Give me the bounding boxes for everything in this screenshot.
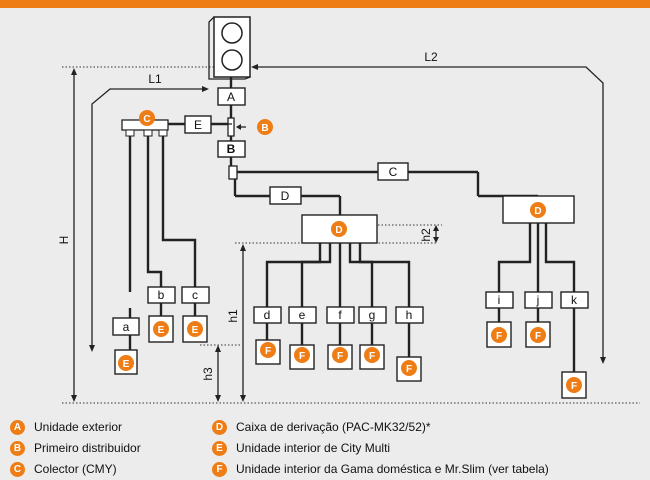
segment-box-A: A — [217, 87, 246, 106]
segment-box-i: i — [485, 291, 514, 309]
svg-text:A: A — [227, 90, 235, 104]
svg-text:F: F — [496, 331, 502, 342]
svg-text:e: e — [299, 308, 306, 322]
indoor-unit-f-j: F — [525, 321, 551, 348]
dimension-h2: h2 — [419, 225, 439, 243]
legend: A Unidade exterior B Primeiro distribuid… — [0, 414, 650, 480]
svg-text:k: k — [571, 293, 578, 307]
svg-text:i: i — [498, 293, 501, 307]
dimension-h3: h3 — [201, 345, 221, 402]
svg-text:E: E — [192, 325, 199, 336]
legend-badge-E: E — [212, 440, 227, 456]
svg-text:E: E — [194, 118, 202, 132]
svg-text:C: C — [389, 165, 398, 179]
indoor-unit-f-e: F — [289, 344, 315, 370]
segment-box-C: C — [377, 162, 409, 181]
segment-box-B: B — [217, 140, 246, 158]
legend-text-D: Caixa de derivação (PAC-MK32/52)* — [236, 420, 431, 434]
outdoor-unit — [208, 16, 251, 80]
label-l2: L2 — [424, 50, 438, 64]
legend-text-B: Primeiro distribuidor — [34, 441, 141, 455]
segment-box-g: g — [358, 306, 387, 324]
label-h: H — [57, 236, 71, 245]
label-h2: h2 — [419, 228, 433, 242]
svg-text:D: D — [534, 206, 541, 217]
legend-badge-A: A — [10, 419, 25, 435]
piping-diagram: L1 L2 H h1 h2 — [57, 16, 640, 404]
svg-text:d: d — [264, 308, 271, 322]
dimension-l1: L1 — [89, 72, 209, 352]
legend-item-A: A Unidade exterior — [10, 418, 122, 436]
label-h1: h1 — [226, 309, 240, 323]
first-distributor — [225, 117, 235, 137]
svg-text:D: D — [335, 225, 342, 236]
legend-item-C: C Colector (CMY) — [10, 460, 117, 478]
svg-text:b: b — [158, 288, 165, 302]
second-joint — [228, 165, 238, 180]
legend-text-E: Unidade interior de City Multi — [236, 441, 391, 455]
svg-text:g: g — [369, 308, 376, 322]
segment-box-f: f — [326, 306, 355, 324]
indoor-unit-e-b: E — [148, 315, 174, 343]
indoor-unit-f-g: F — [359, 344, 385, 370]
legend-badge-F: F — [212, 461, 227, 477]
indoor-unit-f-f: F — [327, 344, 353, 370]
svg-text:j: j — [536, 293, 540, 307]
legend-badge-D: D — [212, 419, 227, 435]
svg-text:f: f — [338, 308, 342, 322]
segment-box-h: h — [395, 306, 424, 324]
legend-item-B: B Primeiro distribuidor — [10, 439, 141, 457]
svg-text:D: D — [281, 189, 290, 203]
indoor-unit-f-k: F — [561, 371, 587, 399]
branch-box-right: D — [502, 195, 575, 224]
svg-text:F: F — [299, 351, 305, 362]
legend-item-E: E Unidade interior de City Multi — [212, 439, 390, 457]
dimension-h: H — [57, 68, 77, 402]
legend-item-F: F Unidade interior da Gama doméstica e M… — [212, 460, 549, 478]
svg-text:c: c — [192, 288, 198, 302]
badge-C-callout: C — [139, 110, 155, 126]
legend-text-A: Unidade exterior — [34, 420, 123, 434]
label-h3: h3 — [201, 367, 215, 381]
svg-text:F: F — [337, 351, 343, 362]
legend-text-C: Colector (CMY) — [34, 462, 117, 476]
svg-text:F: F — [369, 351, 375, 362]
segment-box-d: d — [253, 306, 282, 324]
svg-text:B: B — [227, 142, 236, 156]
svg-text:a: a — [123, 320, 130, 334]
indoor-unit-e-a: E — [114, 349, 138, 375]
dimension-l2: L2 — [251, 50, 606, 364]
svg-text:F: F — [265, 346, 271, 357]
label-l1: L1 — [148, 72, 162, 86]
svg-text:h: h — [406, 308, 413, 322]
dimension-h1: h1 — [226, 244, 246, 402]
indoor-unit-f-i: F — [486, 321, 512, 348]
legend-item-D: D Caixa de derivação (PAC-MK32/52)* — [212, 418, 431, 436]
legend-badge-C: C — [10, 461, 25, 477]
svg-text:F: F — [571, 381, 577, 392]
legend-badge-B: B — [10, 440, 25, 456]
badge-B-callout: B — [257, 119, 273, 135]
svg-text:F: F — [535, 331, 541, 342]
svg-text:E: E — [158, 325, 165, 336]
indoor-unit-f-d: F — [255, 339, 281, 365]
segment-box-a: a — [112, 317, 140, 336]
legend-text-F: Unidade interior da Gama doméstica e Mr.… — [236, 462, 549, 476]
segment-box-b: b — [147, 286, 176, 304]
segment-box-D: D — [269, 186, 302, 205]
svg-text:E: E — [123, 359, 130, 370]
svg-text:F: F — [406, 364, 412, 375]
branch-box-center: D — [301, 214, 378, 244]
segment-box-k: k — [560, 291, 589, 309]
indoor-unit-e-c: E — [182, 315, 208, 343]
svg-text:B: B — [261, 123, 268, 134]
indoor-unit-f-h: F — [396, 356, 422, 382]
segment-box-E: E — [184, 115, 212, 134]
segment-box-c: c — [181, 286, 210, 304]
top-orange-bar — [0, 0, 650, 8]
segment-box-j: j — [524, 291, 553, 309]
segment-box-e: e — [288, 306, 317, 324]
svg-text:C: C — [143, 114, 150, 125]
